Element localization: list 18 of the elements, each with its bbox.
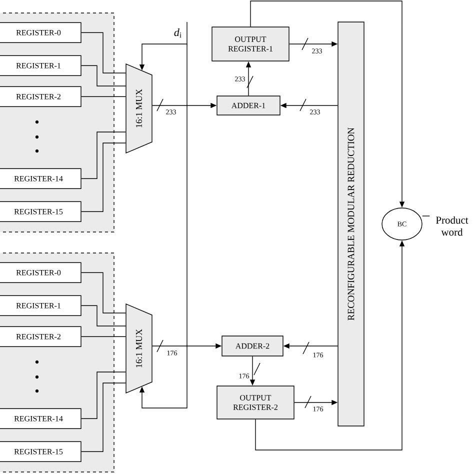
- block-box: OUTPUT REGISTER-1: [212, 26, 290, 62]
- block-box: ADDER-2: [222, 336, 284, 356]
- reduction-block: RECONFIGURABLE MODULAR REDUCTION: [338, 22, 364, 426]
- signal-label: d$_{i}$: [174, 28, 182, 38]
- register-box: REGISTER-1: [0, 295, 82, 316]
- register-box: REGISTER-1: [0, 55, 82, 76]
- register-box: REGISTER-14: [0, 408, 82, 429]
- register-box: REGISTER-15: [0, 441, 82, 462]
- register-box: REGISTER-0: [0, 262, 82, 283]
- register-box: REGISTER-14: [0, 168, 82, 189]
- register-box: REGISTER-2: [0, 86, 82, 107]
- block-box: OUTPUT REGISTER-2: [216, 386, 294, 420]
- output-text: Product word: [436, 216, 468, 236]
- register-box: REGISTER-15: [0, 201, 82, 222]
- block-box: ADDER-1: [216, 96, 280, 116]
- arrow: [139, 44, 188, 408]
- register-box: REGISTER-2: [0, 326, 82, 347]
- register-box: REGISTER-0: [0, 22, 82, 43]
